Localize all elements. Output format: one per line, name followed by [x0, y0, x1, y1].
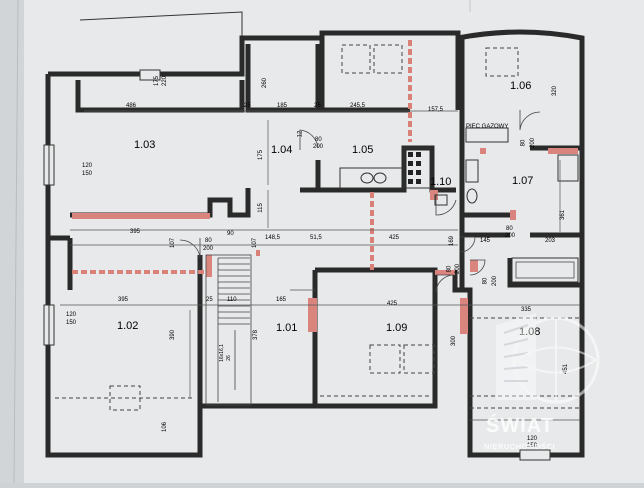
- dim-stair-26: 26: [225, 355, 232, 361]
- wall-105-top: [319, 38, 410, 113]
- dim-148-5: 148,5: [265, 235, 281, 241]
- room-1-07: 1.07: [512, 175, 534, 187]
- dim-145: 145: [480, 238, 491, 244]
- gas-boiler-label: PIEC GAZOWY: [466, 124, 509, 130]
- dim-165: 165: [276, 297, 287, 303]
- dim-378: 378: [253, 329, 260, 341]
- room-1-09: 1.09: [386, 322, 408, 334]
- wall-107-left: [459, 120, 510, 218]
- dim-80-door-2: 80: [205, 238, 212, 244]
- dim-220: 220: [162, 75, 169, 87]
- room-1-05: 1.05: [352, 144, 374, 156]
- dim-200-door-5: 200: [455, 263, 462, 275]
- dim-150-window-2: 150: [66, 320, 77, 326]
- site-boundary: [79, 11, 243, 38]
- dim-12: 12: [297, 130, 304, 138]
- skylights: [55, 44, 580, 411]
- dim-395: 395: [130, 229, 141, 235]
- paper-sheet: [24, 0, 644, 483]
- wall-109-right: [452, 270, 470, 293]
- dim-300: 300: [451, 335, 458, 347]
- dim-110: 110: [227, 297, 237, 303]
- dim-361: 361: [560, 209, 567, 221]
- dim-425: 425: [389, 235, 400, 241]
- wall-bath: [507, 258, 580, 288]
- windows: [43, 69, 551, 461]
- room-1-02: 1.02: [117, 320, 139, 332]
- dim-203: 203: [545, 238, 556, 244]
- dim-390: 390: [170, 329, 177, 341]
- dim-25b: 25: [314, 103, 321, 109]
- room-1-06: 1.06: [510, 80, 532, 92]
- dim-106: 106: [162, 421, 169, 433]
- dim-120-window-1: 120: [82, 163, 93, 169]
- dim-25c: 25: [206, 297, 213, 303]
- dim-175: 175: [258, 149, 265, 161]
- dim-80-door-4: 80: [506, 226, 513, 232]
- dim-115: 115: [257, 203, 264, 213]
- dim-200-door-3: 200: [530, 137, 537, 149]
- door-swings: [179, 110, 541, 293]
- kitchen-counter: [339, 147, 431, 189]
- dim-157-5: 157,5: [428, 107, 444, 113]
- dim-425b: 425: [387, 301, 398, 307]
- dim-200-door-2: 200: [203, 246, 214, 252]
- bathroom-fixtures: [434, 127, 579, 283]
- dim-150-window-1: 150: [82, 171, 93, 177]
- wall-104-box: [245, 44, 321, 113]
- dim-80-door-5: 80: [446, 265, 453, 273]
- dim-200-door-6: 200: [492, 275, 499, 287]
- dim-80-door: 80: [315, 137, 322, 143]
- dim-107a: 107: [170, 237, 177, 249]
- dim-120-window-3: 120: [527, 436, 538, 442]
- dim-80-door-6: 80: [482, 277, 489, 285]
- dim-175-top: 175: [154, 75, 161, 87]
- dim-80-door-3: 80: [520, 139, 527, 147]
- dim-169: 169: [449, 235, 456, 247]
- room-1-04: 1.04: [271, 144, 293, 156]
- dim-51-5: 51,5: [310, 235, 322, 241]
- dim-185: 185: [277, 103, 288, 109]
- dim-395b: 395: [118, 297, 129, 303]
- dim-stair-steps: 16x16,1: [218, 344, 225, 362]
- wall-109: [312, 267, 438, 409]
- room-1-03: 1.03: [134, 139, 156, 151]
- dim-486: 486: [126, 103, 137, 109]
- staircase: [205, 254, 252, 406]
- red-marked-walls: [72, 40, 578, 334]
- room-1-10: 1.10: [430, 176, 452, 188]
- dim-90: 90: [227, 231, 234, 237]
- wall-105-corner: [300, 160, 321, 193]
- room-1-01: 1.01: [276, 322, 298, 334]
- room-1-08: 1.08: [519, 326, 540, 338]
- watermark-subtitle: NIERUCHOMOŚCI: [484, 442, 556, 451]
- dim-107b: 107: [252, 237, 259, 249]
- watermark-logo-icon: [476, 305, 606, 425]
- dimension-lines: [60, 110, 580, 421]
- dim-200-door-4: 200: [505, 233, 516, 239]
- watermark-title: ŚWIAT: [486, 415, 554, 437]
- dim-260: 260: [262, 77, 269, 89]
- wall-103-top: [75, 80, 245, 113]
- dim-320: 320: [552, 85, 559, 97]
- dim-335: 335: [521, 307, 532, 313]
- paper-edge: [13, 0, 19, 484]
- dim-150-window-3: 150: [527, 443, 538, 449]
- dim-120-window-2: 120: [66, 312, 77, 318]
- dim-245-5: 245,5: [350, 103, 366, 109]
- dim-200-door: 200: [313, 144, 324, 150]
- dim-25: 25: [244, 103, 251, 109]
